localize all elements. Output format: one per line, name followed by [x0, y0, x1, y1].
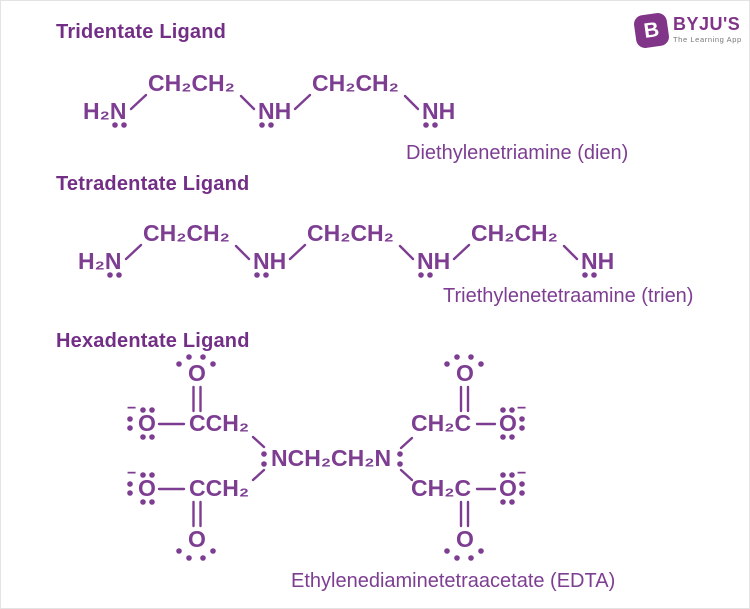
lone-pair-dots: [444, 354, 484, 367]
ethylene-group: CH₂CH₂: [143, 220, 230, 246]
lone-pair-dots: [444, 548, 484, 561]
negative-charge-sign: −: [127, 400, 136, 417]
lone-pair-dots: [176, 354, 216, 367]
byjus-logo: B BYJU'S The Learning App: [632, 11, 742, 50]
acetate-group: CCH₂: [189, 475, 249, 501]
carbonyl-oxygen: O: [188, 360, 206, 386]
double-bond: [459, 500, 470, 528]
double-bond: [192, 500, 202, 528]
amine-group: H₂N: [78, 248, 121, 274]
lone-pair-dots: [127, 407, 155, 440]
amine-group: NH: [422, 98, 455, 124]
amine-group: NH: [253, 248, 286, 274]
carboxylate-oxygen: O: [138, 410, 156, 436]
lone-pair-dots: [127, 472, 155, 505]
hexadentate-caption: Ethylenediaminetetraacetate (EDTA): [291, 570, 616, 592]
tetradentate-caption: Triethylenetetraamine (trien): [443, 285, 694, 307]
ethylene-group: CH₂CH₂: [307, 220, 394, 246]
carboxylate-oxygen: O: [499, 410, 517, 436]
negative-charge-sign: −: [127, 465, 136, 482]
amine-group: NH: [581, 248, 614, 274]
acetate-group: CCH₂: [189, 410, 249, 436]
bond: [452, 243, 471, 261]
ethylene-group: CH₂CH₂: [148, 70, 235, 96]
negative-charge-sign: −: [517, 400, 526, 417]
bond: [399, 436, 414, 450]
lone-pair-dots: [500, 407, 525, 440]
byjus-logo-badge-icon: B: [632, 11, 671, 50]
bond: [239, 94, 256, 111]
bond: [403, 94, 420, 111]
carbonyl-oxygen: O: [188, 526, 206, 552]
tridentate-heading: Tridentate Ligand: [56, 21, 227, 43]
carbonyl-oxygen: O: [456, 526, 474, 552]
bond: [293, 93, 312, 111]
acetate-group: CH₂C: [411, 475, 471, 501]
lone-pair-dots: [176, 548, 216, 561]
bond: [124, 243, 143, 261]
tetradentate-structure: H₂N CH₂CH₂ NH CH₂CH₂ NH CH₂CH₂ NH: [78, 220, 614, 278]
carboxylate-oxygen: O: [138, 475, 156, 501]
bond: [234, 244, 251, 261]
ethylene-group: CH₂CH₂: [471, 220, 558, 246]
tridentate-structure: H₂N CH₂CH₂ NH CH₂CH₂ NH: [83, 70, 455, 128]
bond: [398, 244, 415, 261]
carboxylate-oxygen: O: [499, 475, 517, 501]
bond: [562, 244, 579, 261]
amine-group: NH: [258, 98, 291, 124]
bond: [251, 435, 266, 449]
lone-pair-dots: [112, 122, 438, 128]
ethylene-group: CH₂CH₂: [312, 70, 399, 96]
double-bond: [192, 385, 202, 413]
bond: [288, 243, 307, 261]
carbonyl-oxygen: O: [456, 360, 474, 386]
lone-pair-dots: [107, 272, 597, 278]
lone-pair-dots: [261, 451, 403, 467]
tetradentate-heading: Tetradentate Ligand: [56, 173, 250, 195]
amine-group: NH: [417, 248, 450, 274]
hexadentate-heading: Hexadentate Ligand: [56, 330, 250, 352]
amine-group: H₂N: [83, 98, 126, 124]
bond: [251, 468, 266, 482]
edta-structure: NCH₂CH₂N CCH₂ O − O CCH₂ O: [127, 354, 526, 561]
negative-charge-sign: −: [517, 465, 526, 482]
byjus-tagline: The Learning App: [673, 35, 742, 44]
backbone-group: NCH₂CH₂N: [271, 445, 391, 471]
bond: [129, 93, 148, 111]
lone-pair-dots: [500, 472, 525, 505]
acetate-group: CH₂C: [411, 410, 471, 436]
tridentate-caption: Diethylenetriamine (dien): [406, 142, 629, 164]
bond: [399, 468, 414, 482]
byjus-brand-name: BYJU'S: [673, 14, 741, 34]
double-bond: [459, 385, 470, 413]
